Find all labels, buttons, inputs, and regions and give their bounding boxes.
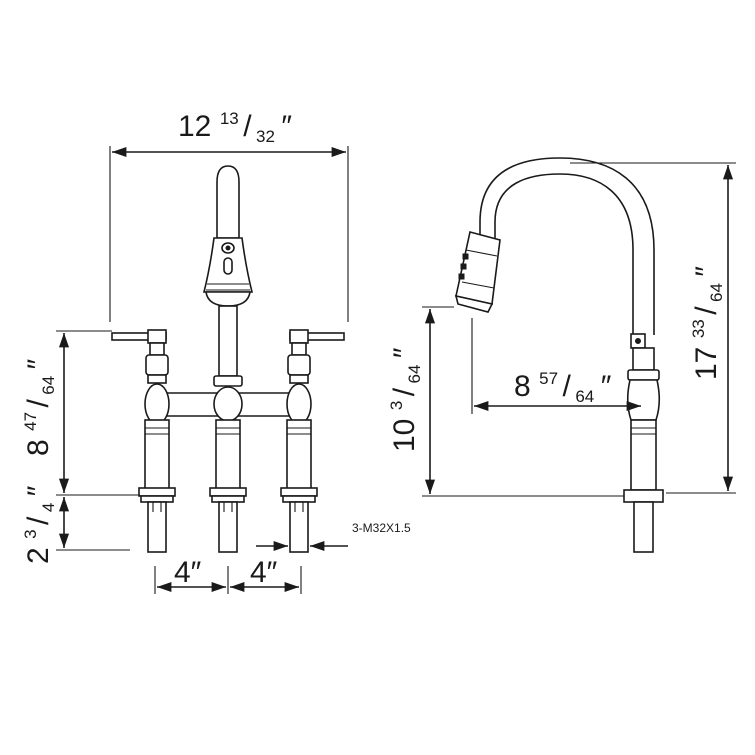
thread-label: 3-M32X1.5 xyxy=(352,521,411,535)
width-label: 12 13 / 32 ″ xyxy=(178,109,292,146)
spacing-dimension: 4″ 4″ xyxy=(154,556,302,594)
shank-length-dimension: 2 3 / 4 ″ xyxy=(21,485,130,564)
overall-height-label: 17 33 / 64 ″ xyxy=(689,266,726,380)
reach-dimension: 8 57 / 64 ″ xyxy=(471,318,641,414)
reach-label: 8 57 / 64 ″ xyxy=(514,369,612,406)
thread-callout: 3-M32X1.5 xyxy=(256,521,411,552)
spacing-right-label: 4″ xyxy=(250,556,278,589)
handle-height-label: 8 47 / 64 ″ xyxy=(21,358,58,456)
spout-height-label: 10 3 / 64 ″ xyxy=(387,347,424,452)
handle-height-dimension: 8 47 / 64 ″ xyxy=(21,330,140,496)
shank-length-label: 2 3 / 4 ″ xyxy=(21,485,58,564)
overall-height-dimension: 17 33 / 64 ″ xyxy=(570,162,736,494)
side-view-faucet xyxy=(454,157,664,553)
width-dimension: 12 13 / 32 ″ xyxy=(109,109,349,322)
spacing-left-label: 4″ xyxy=(174,556,202,589)
spout-height-dimension: 10 3 / 64 ″ xyxy=(387,306,624,497)
front-view-faucet xyxy=(111,165,345,553)
